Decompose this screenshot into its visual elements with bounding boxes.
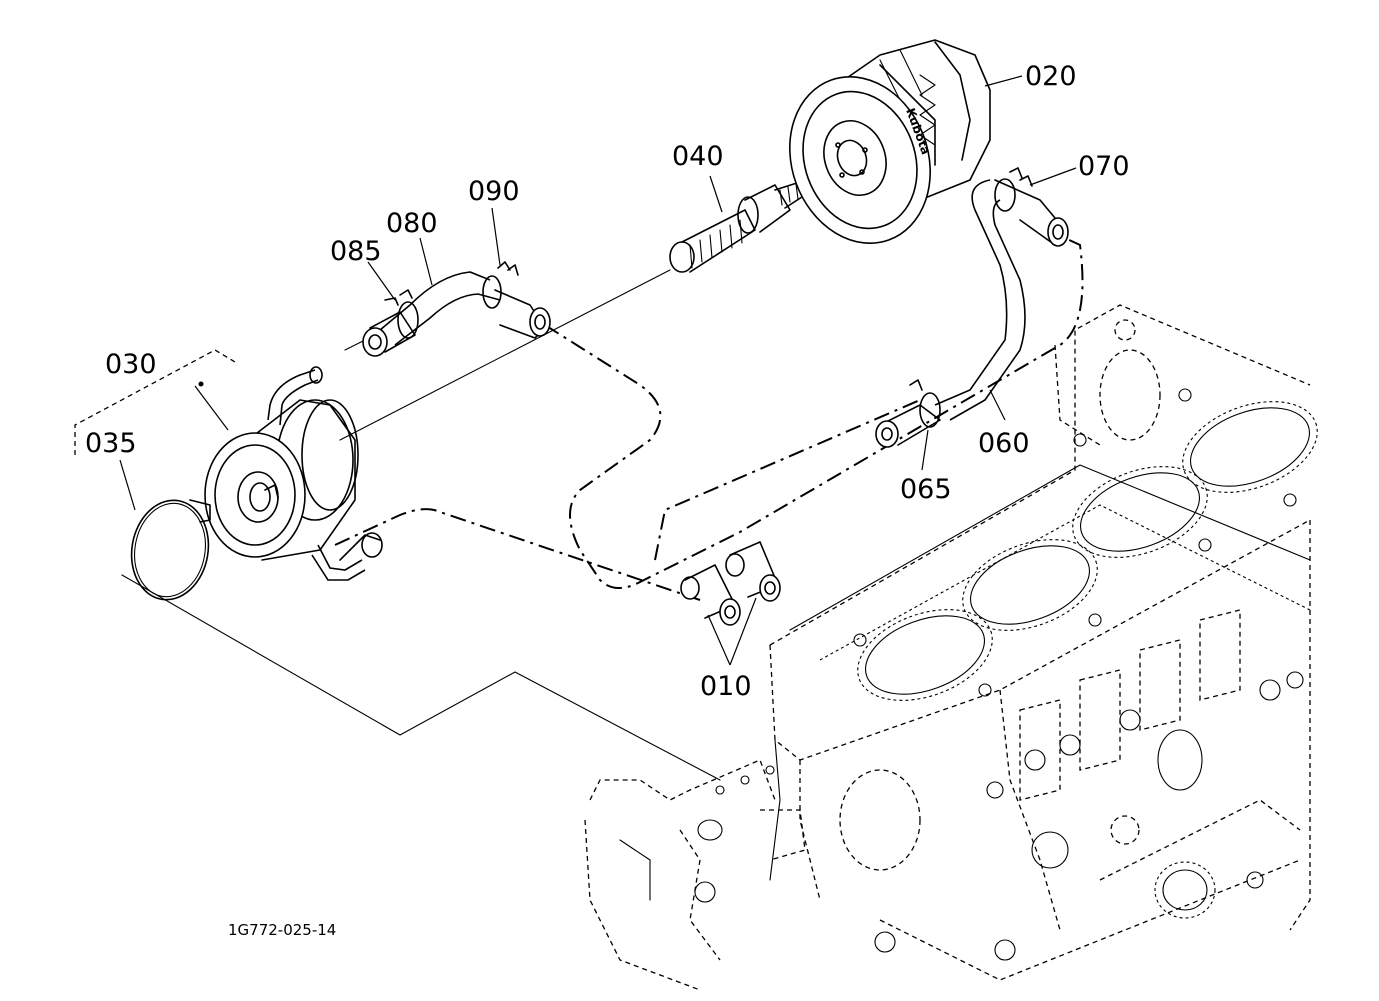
callout-010: 010: [700, 671, 752, 702]
callout-080: 080: [386, 208, 438, 239]
callout-060: 060: [978, 428, 1030, 459]
gasket: [130, 499, 210, 601]
callout-065: 065: [900, 474, 952, 505]
hose-080: [362, 261, 551, 357]
hose-060: [875, 167, 1069, 448]
oil-cooler: [189, 269, 671, 581]
callout-030: 030: [105, 349, 157, 380]
callout-020: 020: [1025, 61, 1077, 92]
engine-block: [584, 304, 1318, 991]
fitting: [669, 181, 806, 273]
callout-labels: 020 040 070 090 080 085 030 035 060 065 …: [85, 61, 1130, 702]
oil-filter: Kubota: [788, 39, 991, 244]
elbows: [680, 541, 781, 626]
callout-070: 070: [1078, 151, 1130, 182]
drawing-id: 1G772-025-14: [228, 921, 336, 939]
callout-035: 035: [85, 428, 137, 459]
assembly-boundary: [74, 349, 721, 781]
leaders: [119, 75, 1077, 666]
hose-routing: [334, 237, 1084, 601]
callout-085: 085: [330, 236, 382, 267]
callout-090: 090: [468, 176, 520, 207]
callout-040: 040: [672, 141, 724, 172]
